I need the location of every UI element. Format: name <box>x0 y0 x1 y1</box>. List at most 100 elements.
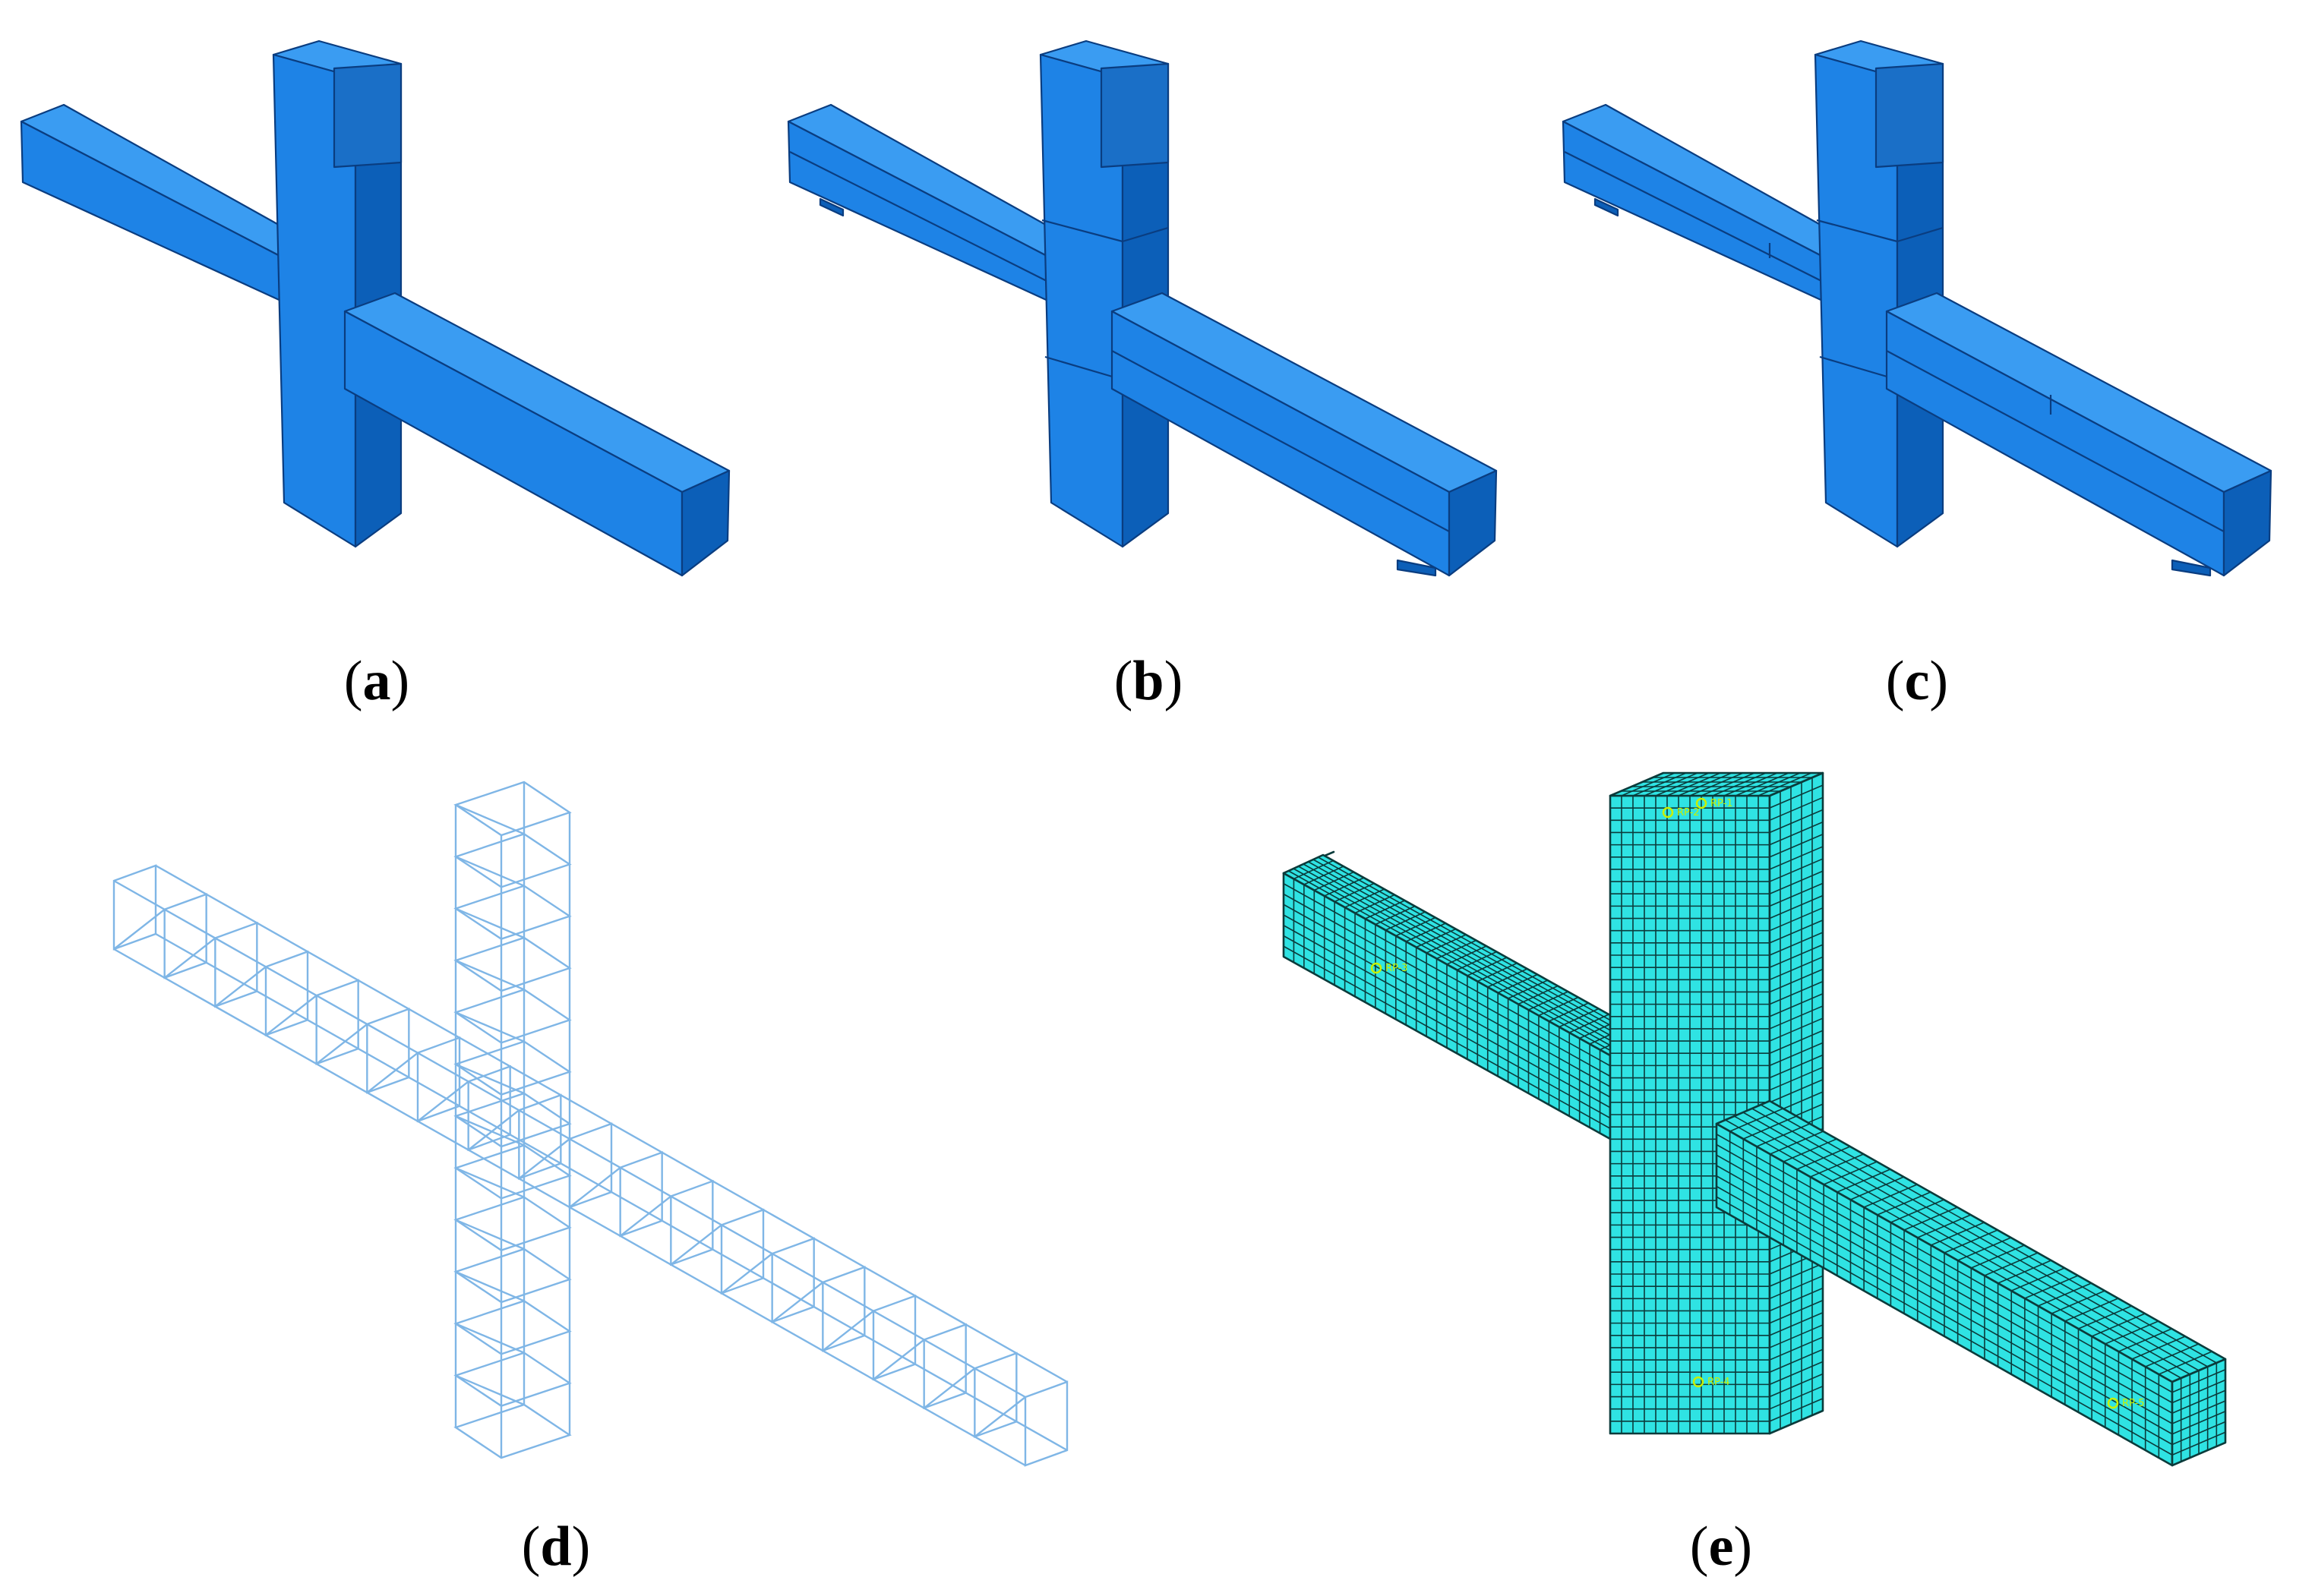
reference-point-label: RP-1 <box>1710 798 1733 809</box>
panel-e-mesh-model: RP-1RP-2RP-3RP-4RP-5 <box>1282 771 2227 1467</box>
column-side-gridline <box>1769 944 1824 968</box>
column-joint-line-bottom <box>1819 355 1898 381</box>
column-tie-diagonal <box>455 1011 525 1042</box>
column-side-gridline <box>1769 809 1824 834</box>
left-beam-top-gridline <box>1476 962 1518 983</box>
right-beam-layer-line <box>1886 350 2225 532</box>
reference-point-marker <box>1692 1376 1704 1388</box>
column-cap-sleeve <box>333 62 403 169</box>
left-beam-top-gridline <box>1559 1008 1600 1028</box>
column-top-gridline <box>1758 772 1812 796</box>
column-tie-diagonal <box>455 856 525 887</box>
left-beam-top-gridline <box>1508 979 1548 999</box>
column-cap-sleeve <box>1874 62 1944 169</box>
left-beam-top-gridline <box>1528 991 1568 1011</box>
beam-stirrup <box>720 1208 765 1295</box>
right-beam-top-gridline <box>1796 1146 1851 1170</box>
beam-tie-diagonal <box>619 1195 672 1237</box>
beam-stirrup <box>315 979 359 1065</box>
right-beam-top-gridline <box>2145 1343 2200 1367</box>
left-beam-top-gridline <box>1334 882 1375 903</box>
beam-stirrup <box>568 1122 613 1209</box>
right-beam-top-gridline <box>1984 1252 2039 1276</box>
right-beam-front-gridline <box>1716 1134 2173 1393</box>
right-beam-top-gridline <box>2131 1336 2186 1360</box>
column-top-gridline <box>1632 772 1687 796</box>
column-top-gridline <box>1655 772 1710 796</box>
column-side-gridline <box>1769 870 1824 894</box>
reference-point-marker <box>1695 797 1707 809</box>
column-side-gridline <box>1769 1336 1824 1361</box>
column-top-gridline <box>1621 772 1675 796</box>
left-beam-front-gridline <box>1283 945 1611 1129</box>
column-tie-diagonal <box>455 959 525 991</box>
left-beam-front-gridline <box>1283 914 1611 1098</box>
right-beam-top-gridline <box>2024 1275 2079 1299</box>
column-tie-diagonal <box>455 1063 525 1095</box>
reference-point-marker <box>1662 806 1674 819</box>
beam-stirrup <box>1024 1380 1069 1467</box>
right-beam-top-gridline <box>1970 1244 2025 1269</box>
caption-a-letter: a <box>362 650 391 712</box>
column-tie-diagonal <box>455 1219 525 1251</box>
right-beam-front-gridline <box>1716 1175 2173 1435</box>
column-side-gridline <box>1769 1385 1824 1410</box>
column-joint-line-top-side <box>1122 226 1169 243</box>
left-beam-front-gridline <box>1283 935 1611 1119</box>
column-joint-line-top <box>1816 219 1898 243</box>
right-beam-top-gridline <box>1863 1184 1918 1208</box>
right-beam-support <box>2171 559 2212 577</box>
beam-stirrup <box>923 1323 967 1410</box>
right-beam-top-gridline <box>1917 1214 1972 1238</box>
column-stirrup <box>453 1300 572 1355</box>
column-tie-diagonal <box>455 907 525 939</box>
column-joint-line-top-side <box>1897 226 1944 243</box>
left-beam-top-gridline <box>1426 934 1467 954</box>
right-beam-top-gridline <box>2118 1328 2172 1352</box>
column-side-gridline <box>1769 919 1824 944</box>
right-beam-top-gridline <box>1877 1191 1931 1216</box>
left-beam-top-gridline <box>1385 911 1426 931</box>
reference-point-label: RP-5 <box>2122 1398 2145 1409</box>
right-beam-top-gridline <box>2064 1298 2119 1322</box>
column-top-gridline <box>1678 772 1732 796</box>
beam-tie-diagonal <box>265 995 317 1036</box>
column-side-gridline <box>1769 1275 1824 1300</box>
beam-stirrup <box>112 864 157 951</box>
caption-e-letter: e <box>1708 1516 1734 1578</box>
beam-stirrup <box>264 950 309 1037</box>
right-beam-top-gridline <box>1770 1131 1824 1155</box>
column-stirrup <box>453 936 572 992</box>
column-stirrup <box>453 1352 572 1407</box>
column-side-gridline <box>1769 1017 1824 1042</box>
beam-tie-diagonal <box>214 966 267 1008</box>
column-top-gridline <box>1666 772 1721 796</box>
column-side-gridline <box>1769 1054 1824 1079</box>
left-beam-top-gridline <box>1497 973 1538 994</box>
column-stirrup <box>453 1403 572 1459</box>
left-beam-top-gridline <box>1293 860 1334 880</box>
beam-stirrup <box>619 1151 663 1238</box>
beam-stirrup <box>163 893 207 979</box>
column-side-gridline <box>1769 956 1824 981</box>
column-side-gridline <box>1769 821 1824 846</box>
beam-tie-diagonal <box>923 1367 976 1409</box>
beam-stirrup <box>670 1179 714 1266</box>
column-side-gridline <box>1769 1324 1824 1348</box>
column-side-gridline <box>1769 784 1824 809</box>
right-beam-top-gridline <box>1783 1138 1837 1162</box>
column-side-gridline <box>1769 1005 1824 1030</box>
left-beam-layer-line <box>789 151 1050 283</box>
beam-tie-diagonal <box>315 1023 368 1065</box>
caption-a: (a) <box>343 650 410 712</box>
beam-tie-diagonal <box>670 1224 722 1266</box>
right-beam-end-gridline <box>2171 1421 2226 1446</box>
column-top-gridline <box>1723 772 1778 796</box>
left-beam-top-gridline <box>1405 923 1446 942</box>
column-side-gridline <box>1769 932 1824 956</box>
left-beam-top-gridline <box>1395 916 1436 937</box>
column-side-gridline <box>1769 834 1824 858</box>
beam-longitudinal-bar <box>155 932 1068 1452</box>
caption-e: (e) <box>1689 1516 1753 1578</box>
panel-d-rebar-cage <box>112 781 1069 1467</box>
